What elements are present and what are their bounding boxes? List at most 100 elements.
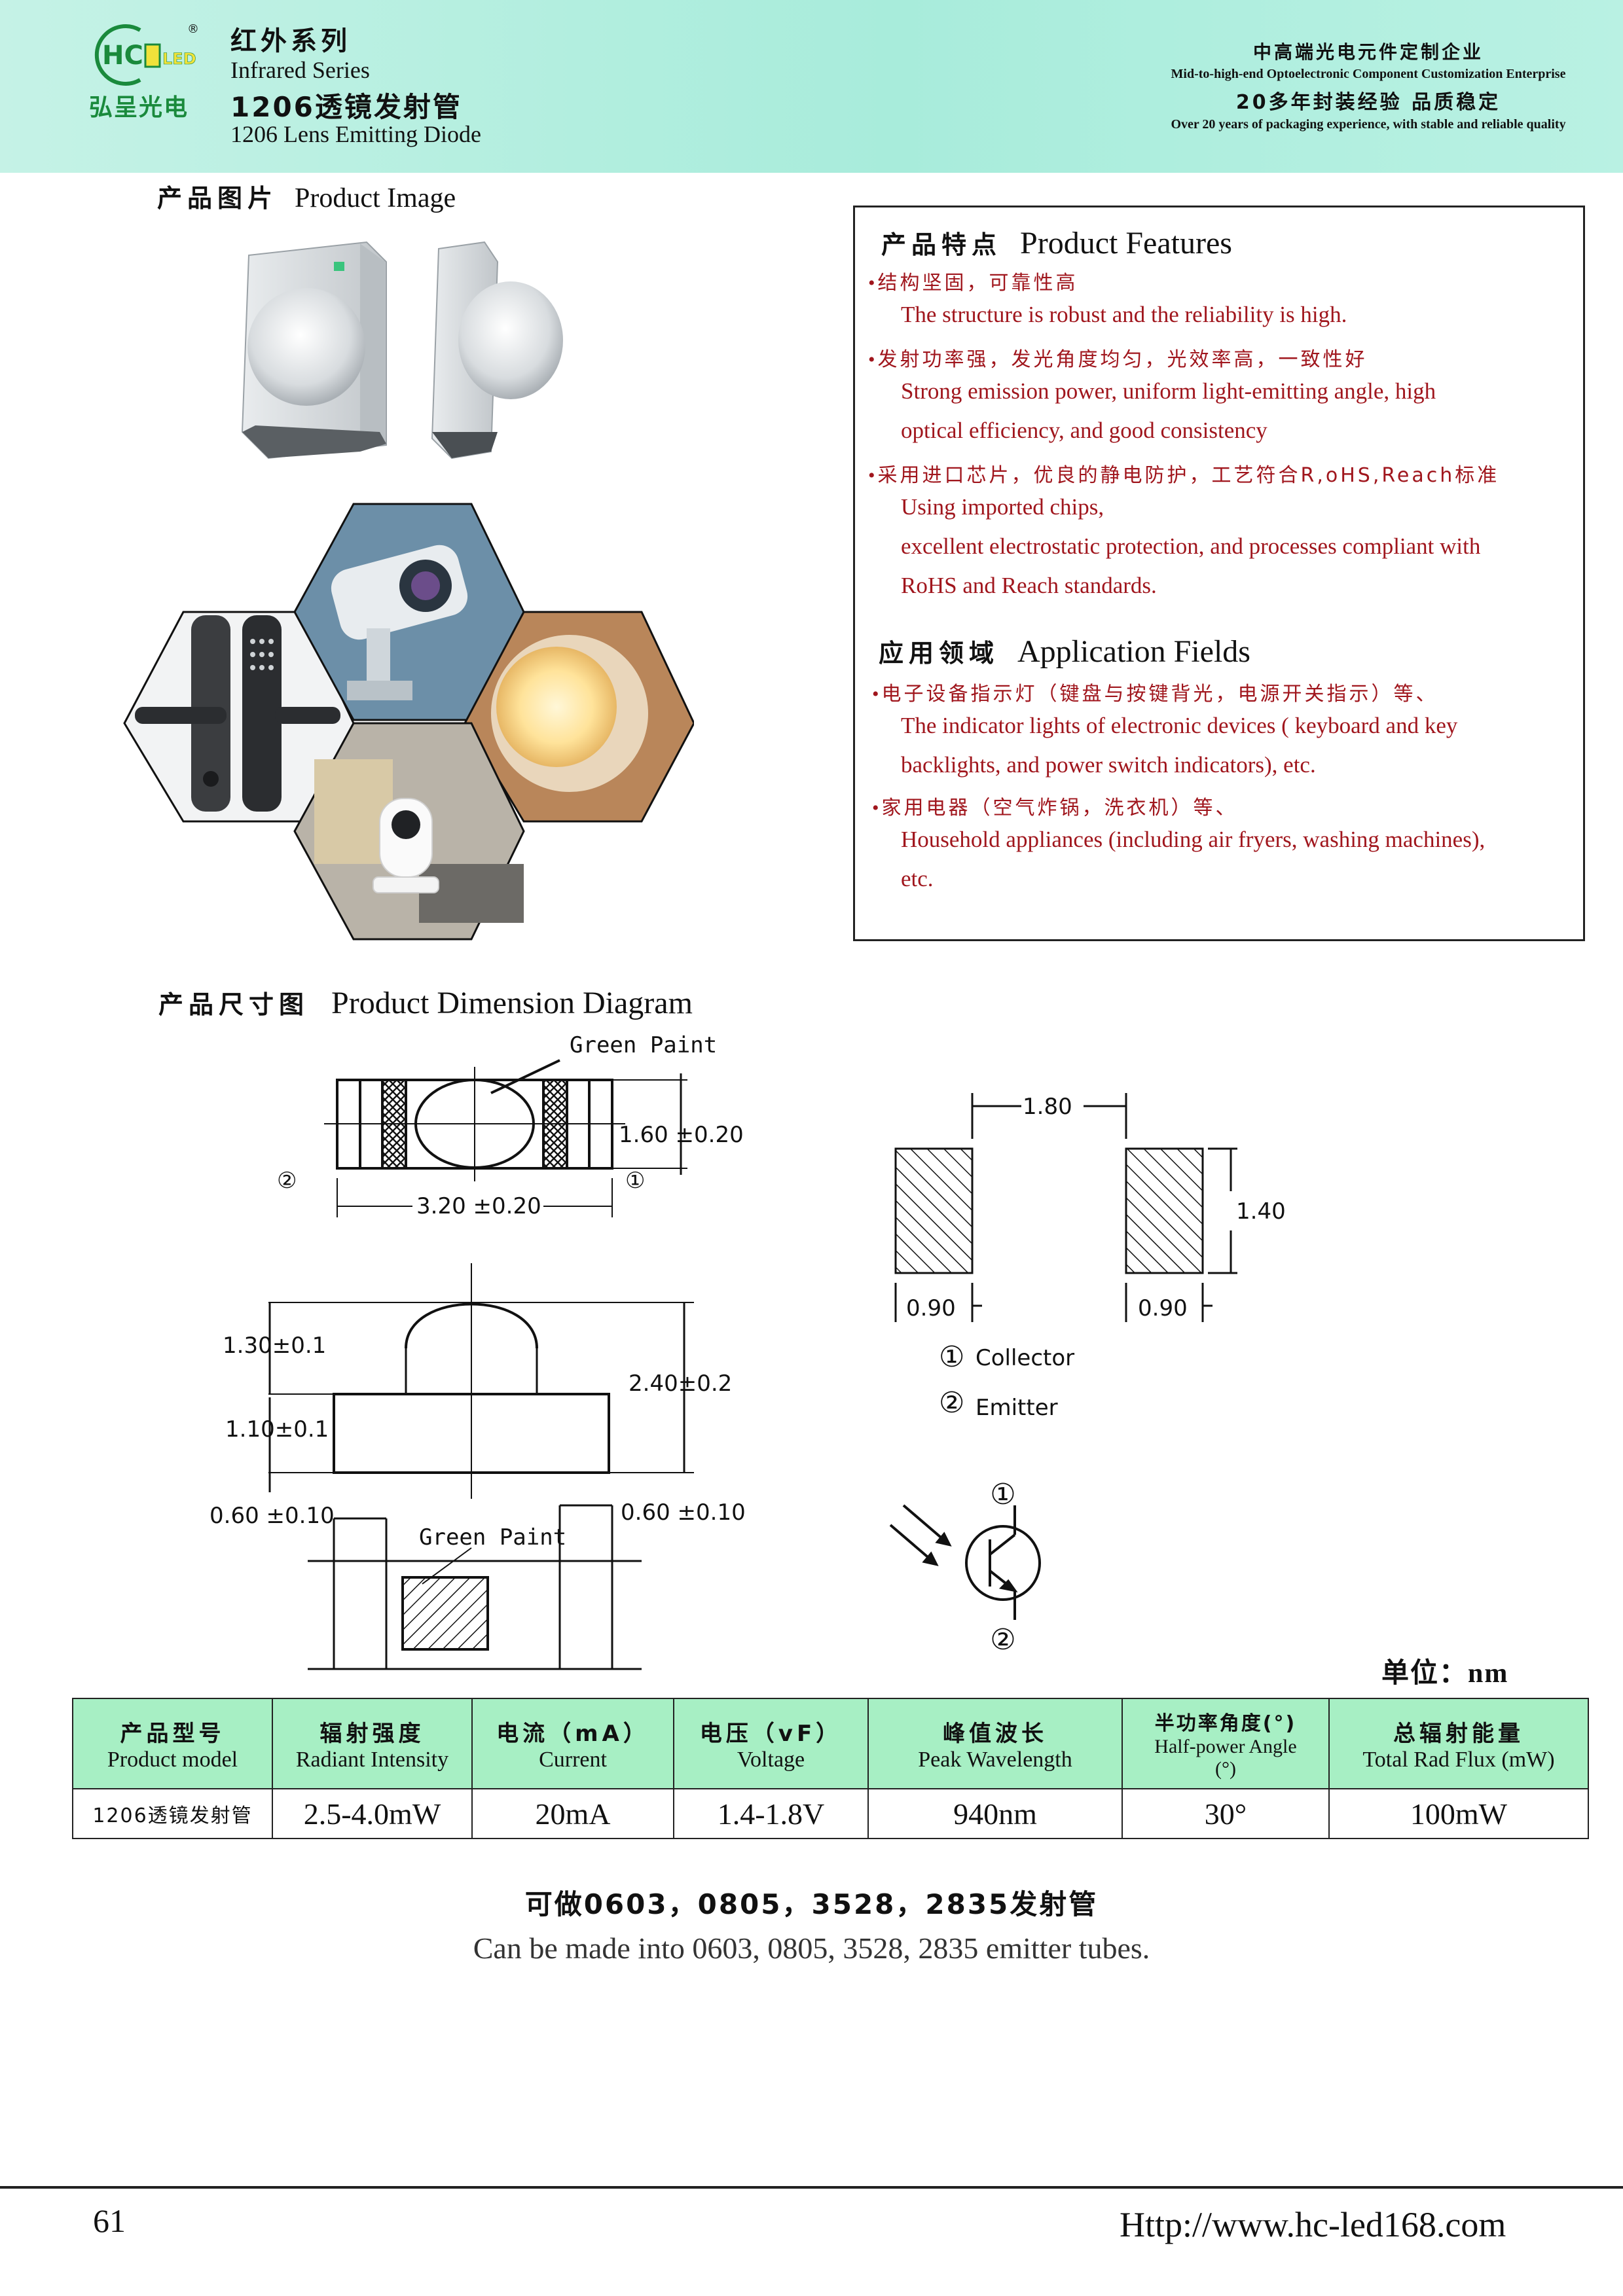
application-item-1: • 电子设备指示灯（键盘与按键背光，电源开关指示）等、 The indicato… — [872, 677, 1579, 785]
dim-pad-left-label: 0.60 ±0.10 — [210, 1503, 335, 1529]
dim-length-label: 3.20 ±0.20 — [416, 1193, 541, 1219]
dim-width-label: 1.60 ±0.20 — [619, 1122, 744, 1148]
tagline1-en: Mid-to-high-end Optoelectronic Component… — [1171, 67, 1566, 81]
applications-title: 应用领域 Application Fields — [879, 633, 1250, 670]
th-product-model: 产品型号 Product model — [72, 1698, 273, 1789]
cell-half-power-angle: 30° — [1122, 1788, 1330, 1839]
logo-led-text: LED — [162, 50, 196, 68]
feature-3-en-line2: excellent electrostatic protection, and … — [901, 533, 1481, 559]
feature-3-en-line1: Using imported chips, — [901, 494, 1104, 520]
product-title-zh: 1206透镜发射管 — [230, 91, 462, 123]
smart-lock-photo — [123, 611, 355, 823]
product-image-title-zh: 产品图片 — [157, 184, 278, 213]
th-voltage: 电压（vF） Voltage — [673, 1698, 869, 1789]
dim-pad-right-label: 0.60 ±0.10 — [621, 1499, 746, 1526]
dimension-title-en: Product Dimension Diagram — [331, 986, 693, 1020]
dim-lens-height-label: 1.30±0.1 — [223, 1333, 326, 1359]
home-camera-photo — [293, 722, 525, 941]
th-total-rad-flux: 总辐射能量 Total Rad Flux (mW) — [1328, 1698, 1589, 1789]
th-peak-wavelength: 峰值波长 Peak Wavelength — [867, 1698, 1123, 1789]
applications-title-en: Application Fields — [1017, 634, 1250, 669]
page-number: 61 — [93, 2202, 126, 2239]
logo-letters: HC — [102, 41, 143, 71]
th-half-power-angle: 半功率角度(°) Half-power Angle (°) — [1122, 1698, 1330, 1789]
package-drawing: Green Paint 1.60 ±0.20 3.20 ±0.20 ② ① — [196, 1021, 786, 1676]
legend-pin2-mark: ② — [939, 1386, 964, 1420]
application-2-en-line2: etc. — [901, 866, 934, 891]
series-title-zh: 红外系列 — [230, 26, 351, 56]
led-front-view — [241, 241, 387, 459]
feature-2-en-line1: Strong emission power, uniform light-emi… — [901, 378, 1436, 404]
cell-radiant-intensity: 2.5-4.0mW — [272, 1788, 473, 1839]
page-header: HC LED ® 弘呈光电 红外系列 Infrared Series 1206透… — [0, 0, 1623, 173]
website-link[interactable]: Http://www.hc-led168.com — [1120, 2205, 1506, 2244]
application-2-en-line1: Household appliances (including air frye… — [901, 827, 1486, 852]
application-1-zh: 电子设备指示灯（键盘与按键背光，电源开关指示）等、 — [881, 683, 1438, 706]
features-title-en: Product Features — [1020, 226, 1232, 260]
company-logo: HC LED ® 弘呈光电 — [89, 22, 213, 121]
unit-label: 单位：nm — [1381, 1659, 1509, 1689]
pin1-mark-top: ① — [625, 1168, 645, 1194]
phototransistor-symbol-icon — [889, 1504, 1041, 1620]
tagline2-zh: 20多年封装经验 品质稳定 — [1235, 91, 1501, 114]
series-title-en: Infrared Series — [230, 57, 370, 83]
feature-item-1: • 结构坚固，可靠性高 The structure is robust and … — [868, 266, 1575, 334]
top-view: Green Paint — [324, 1032, 717, 1217]
legend-collector: Collector — [976, 1345, 1074, 1371]
feature-item-3: • 采用进口芯片，优良的静电防护，工艺符合R,oHS,Reach标准 Using… — [868, 459, 1575, 605]
legend-pin1-mark: ① — [939, 1340, 964, 1374]
feature-2-zh: 发射功率强，发光角度均匀，光效率高，一致性好 — [877, 348, 1368, 371]
feature-3-en-line3: RoHS and Reach standards. — [901, 573, 1157, 598]
led-photo — [229, 236, 596, 471]
features-title-zh: 产品特点 — [881, 230, 1002, 259]
feature-3-zh: 采用进口芯片，优良的静电防护，工艺符合R,oHS,Reach标准 — [877, 464, 1500, 487]
cell-product-model: 1206透镜发射管 — [72, 1788, 273, 1839]
product-image-title: 产品图片 Product Image — [157, 178, 456, 214]
pad-layout-drawing: 1.80 1.40 0.90 0.90 ① Collector ② Emitte… — [851, 1073, 1309, 1662]
led-side-view — [431, 241, 563, 459]
feature-2-en-line2: optical efficiency, and good consistency — [901, 418, 1267, 443]
features-box: 产品特点 Product Features • 结构坚固，可靠性高 The st… — [853, 206, 1585, 941]
tagline2-en: Over 20 years of packaging experience, w… — [1171, 117, 1566, 132]
legend-emitter: Emitter — [976, 1395, 1058, 1421]
side-view — [268, 1263, 694, 1499]
symbol-pin2-mark: ② — [990, 1623, 1015, 1657]
application-2-zh: 家用电器（空气炸锅，洗衣机）等、 — [881, 797, 1238, 819]
dim-body-height-label: 1.10±0.1 — [225, 1416, 329, 1443]
application-item-2: • 家用电器（空气炸锅，洗衣机）等、 Household appliances … — [872, 791, 1579, 899]
table-header-row: 产品型号 Product model 辐射强度 Radiant Intensit… — [72, 1698, 1589, 1789]
registered-mark: ® — [187, 22, 199, 36]
dimension-title-zh: 产品尺寸图 — [158, 990, 310, 1019]
dim-total-height-label: 2.40±0.2 — [629, 1371, 732, 1397]
th-radiant-intensity: 辐射强度 Radiant Intensity — [272, 1698, 473, 1789]
application-1-en-line1: The indicator lights of electronic devic… — [901, 713, 1458, 738]
applications-title-zh: 应用领域 — [879, 639, 1000, 668]
pad-height-label: 1.40 — [1236, 1198, 1286, 1225]
feature-1-en-line1: The structure is robust and the reliabil… — [901, 302, 1347, 327]
tagline-block: 中高端光电元件定制企业 Mid-to-high-end Optoelectron… — [1139, 38, 1597, 132]
feature-1-zh: 结构坚固，可靠性高 — [877, 272, 1078, 295]
cell-voltage: 1.4-1.8V — [673, 1788, 869, 1839]
application-1-en-line2: backlights, and power switch indicators)… — [901, 752, 1316, 778]
green-paint-label-bottom: Green Paint — [419, 1524, 566, 1551]
pad-width-right-label: 0.90 — [1138, 1295, 1188, 1321]
company-name-zh: 弘呈光电 — [89, 94, 189, 121]
pad-span-label: 1.80 — [1023, 1094, 1072, 1120]
product-image-title-en: Product Image — [295, 183, 456, 213]
th-current: 电流（mA） Current — [471, 1698, 674, 1789]
pin2-mark-top: ② — [277, 1168, 297, 1194]
cell-total-rad-flux: 100mW — [1328, 1788, 1589, 1839]
feature-item-2: • 发射功率强，发光角度均匀，光效率高，一致性好 Strong emission… — [868, 343, 1575, 450]
cell-peak-wavelength: 940nm — [867, 1788, 1123, 1839]
green-paint-label-top: Green Paint — [570, 1032, 717, 1058]
security-camera-photo — [293, 503, 525, 721]
application-photos — [118, 497, 695, 942]
bottom-view — [308, 1504, 642, 1670]
cell-current: 20mA — [471, 1788, 674, 1839]
table-row: 1206透镜发射管 2.5-4.0mW 20mA 1.4-1.8V 940nm … — [72, 1788, 1589, 1839]
dimension-title: 产品尺寸图 Product Dimension Diagram — [158, 984, 693, 1021]
features-title: 产品特点 Product Features — [881, 224, 1232, 261]
logo-mark-icon: HC LED ® — [94, 22, 199, 86]
pad-width-left-label: 0.90 — [906, 1295, 956, 1321]
note-zh: 可做0603，0805，3528，2835发射管 — [524, 1888, 1099, 1920]
